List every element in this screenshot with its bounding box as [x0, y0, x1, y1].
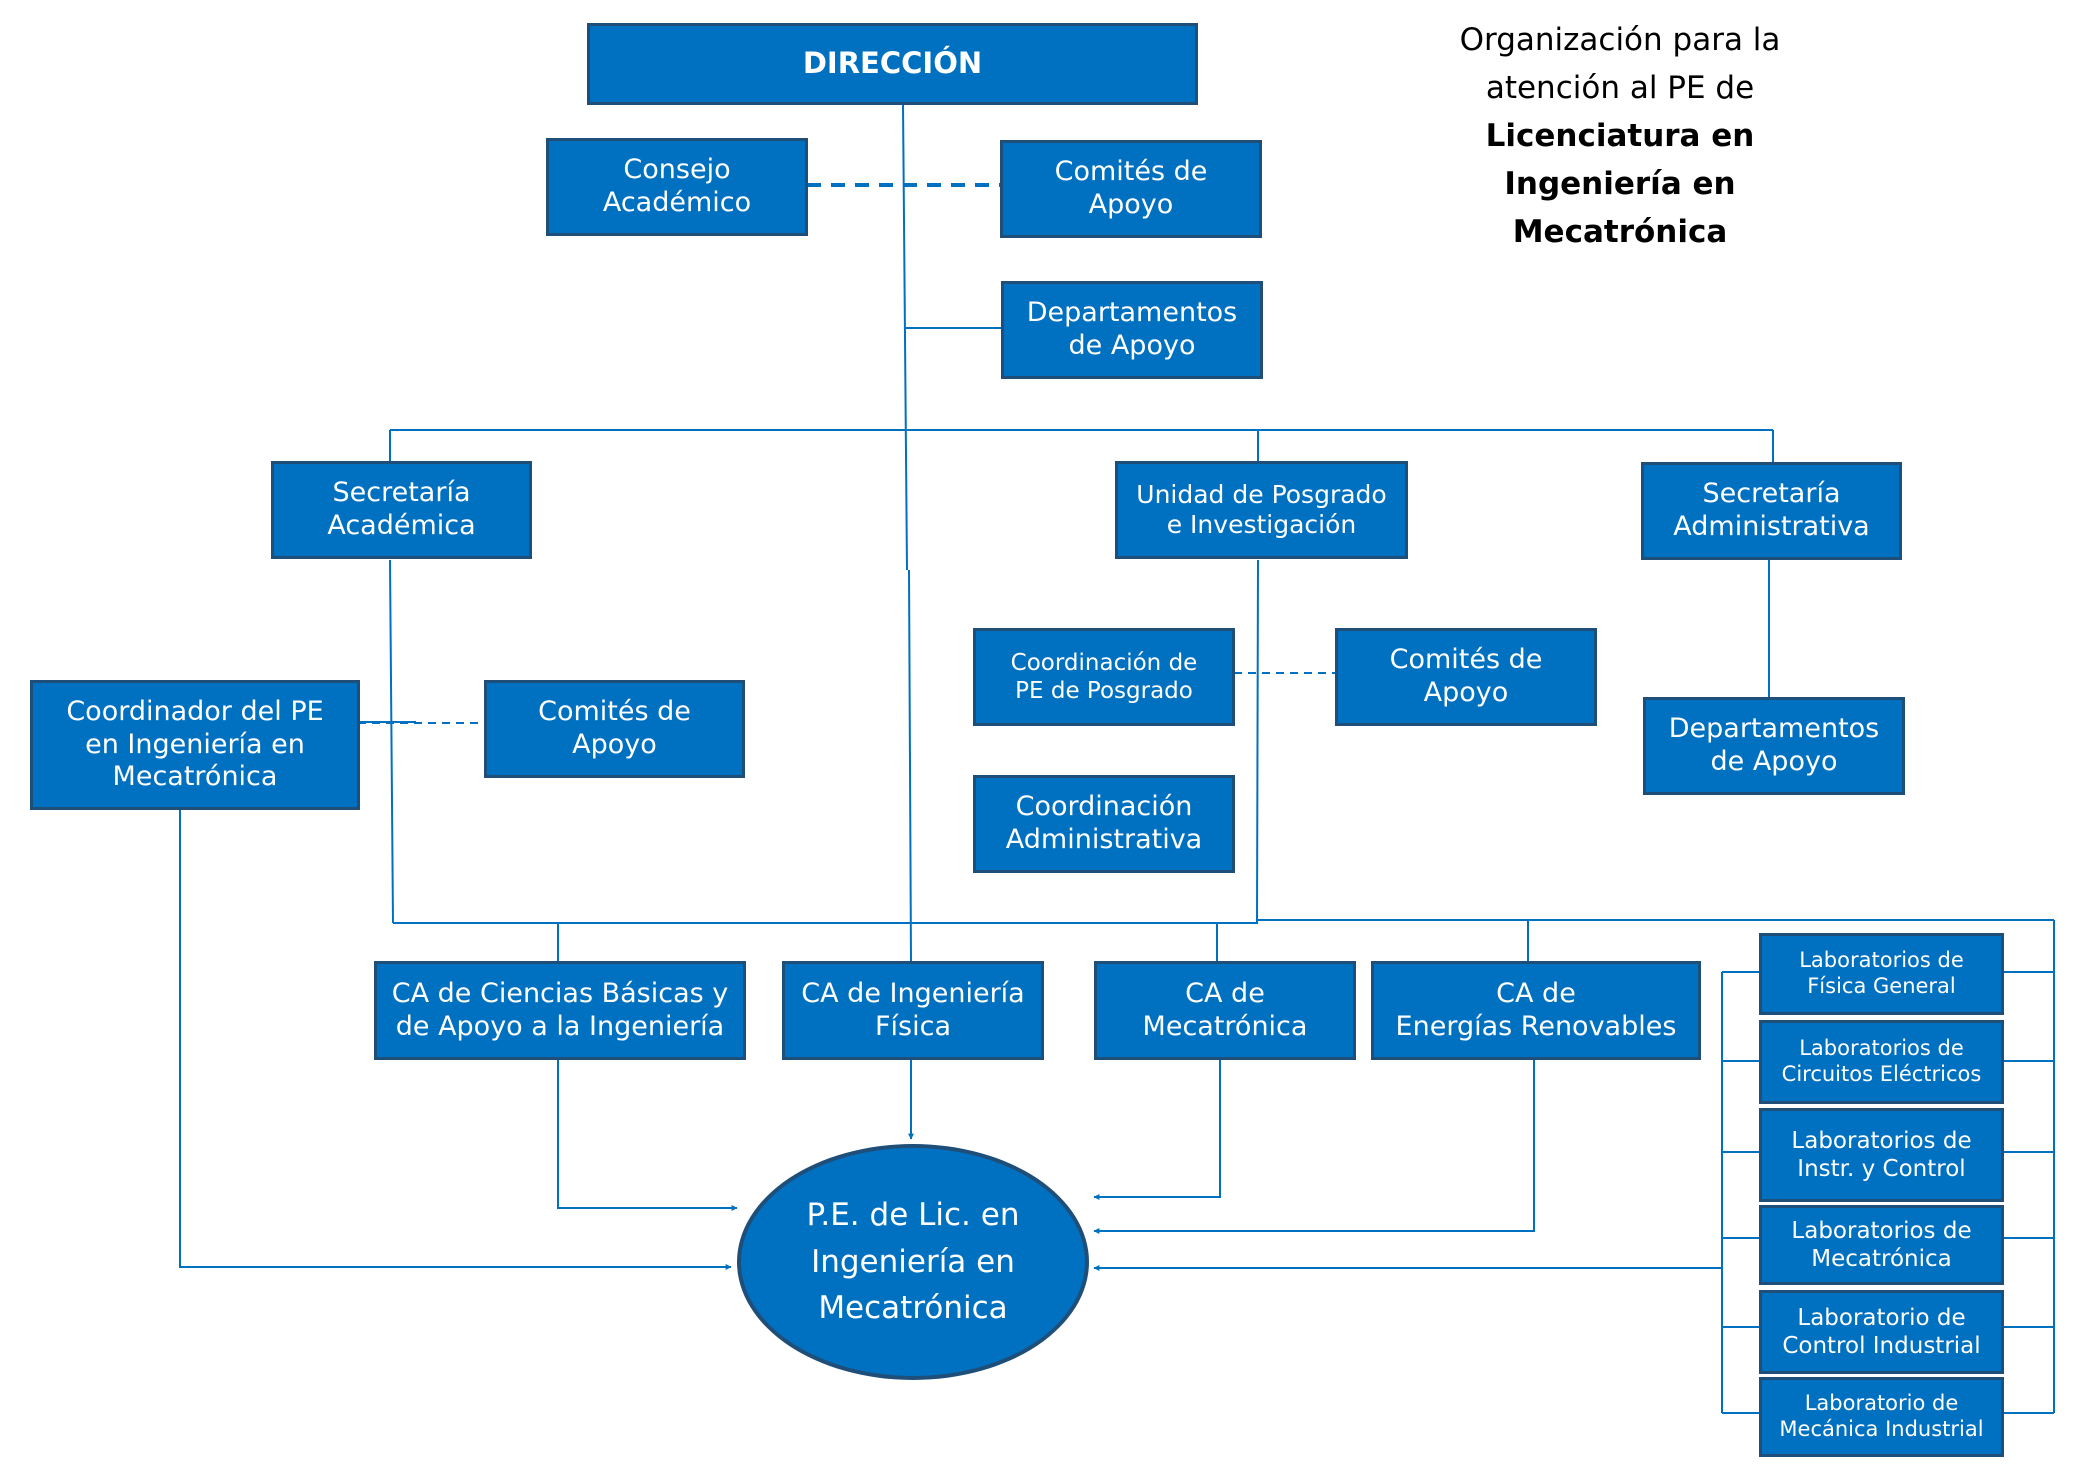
node-coordinador-pe: Coordinador del PE en Ingeniería en Meca… — [30, 680, 360, 810]
node-coordinacion-administrativa: Coordinación Administrativa — [973, 775, 1235, 873]
node-ca-mecatronica: CA de Mecatrónica — [1094, 961, 1356, 1060]
node-comites-apoyo-left: Comités de Apoyo — [484, 680, 745, 778]
node-ca-energias-renovables: CA de Energías Renovables — [1371, 961, 1701, 1060]
node-lab-mecanica-industrial: Laboratorio de Mecánica Industrial — [1759, 1377, 2004, 1457]
node-comites-apoyo-mid: Comités de Apoyo — [1335, 628, 1597, 726]
node-comites-apoyo-top: Comités de Apoyo — [1000, 140, 1262, 238]
arrow-ciencias-to-pe — [557, 1058, 738, 1211]
node-secretaria-administrativa: Secretaría Administrativa — [1641, 462, 1902, 560]
node-lab-circuitos-electricos: Laboratorios de Circuitos Eléctricos — [1759, 1020, 2004, 1104]
caption-bold-line-3: Mecatrónica — [1512, 214, 1728, 250]
node-unidad-posgrado: Unidad de Posgrado e Investigación — [1115, 461, 1408, 559]
arrow-energias-to-pe — [1093, 1058, 1535, 1234]
node-consejo-academico: Consejo Académico — [546, 138, 808, 236]
caption-bold-line-2: Ingeniería en — [1504, 166, 1736, 202]
arrow-coordinador-to-pe — [179, 807, 732, 1270]
node-lab-fisica-general: Laboratorios de Física General — [1759, 933, 2004, 1015]
node-pe-mecatronica: P.E. de Lic. en Ingeniería en Mecatrónic… — [737, 1144, 1089, 1380]
node-ca-ciencias-basicas: CA de Ciencias Básicas y de Apoyo a la I… — [374, 961, 746, 1060]
caption-line-2: atención al PE de — [1485, 70, 1755, 106]
node-departamentos-apoyo-right: Departamentos de Apoyo — [1643, 697, 1905, 795]
posgrado-down — [1256, 559, 1259, 924]
diagram-caption: Organización para la atención al PE de L… — [1380, 16, 1860, 256]
secretaria-academica-down — [389, 559, 394, 924]
node-lab-mecatronica: Laboratorios de Mecatrónica — [1759, 1205, 2004, 1285]
node-departamentos-apoyo-top: Departamentos de Apoyo — [1001, 281, 1263, 379]
arrow-mecatronica-to-pe — [1093, 1058, 1221, 1200]
node-lab-instr-control: Laboratorios de Instr. y Control — [1759, 1108, 2004, 1202]
ca-drop-fisica — [908, 569, 912, 963]
node-ca-ingenieria-fisica: CA de Ingeniería Física — [782, 961, 1044, 1060]
caption-line-1: Organización para la — [1459, 22, 1781, 58]
node-secretaria-academica: Secretaría Académica — [271, 461, 532, 559]
caption-bold-line-1: Licenciatura en — [1485, 118, 1755, 154]
node-lab-control-industrial: Laboratorio de Control Industrial — [1759, 1290, 2004, 1374]
direccion-trunk — [902, 103, 908, 571]
node-direccion: DIRECCIÓN — [587, 23, 1198, 105]
node-coordinacion-pe-posgrado: Coordinación de PE de Posgrado — [973, 628, 1235, 726]
